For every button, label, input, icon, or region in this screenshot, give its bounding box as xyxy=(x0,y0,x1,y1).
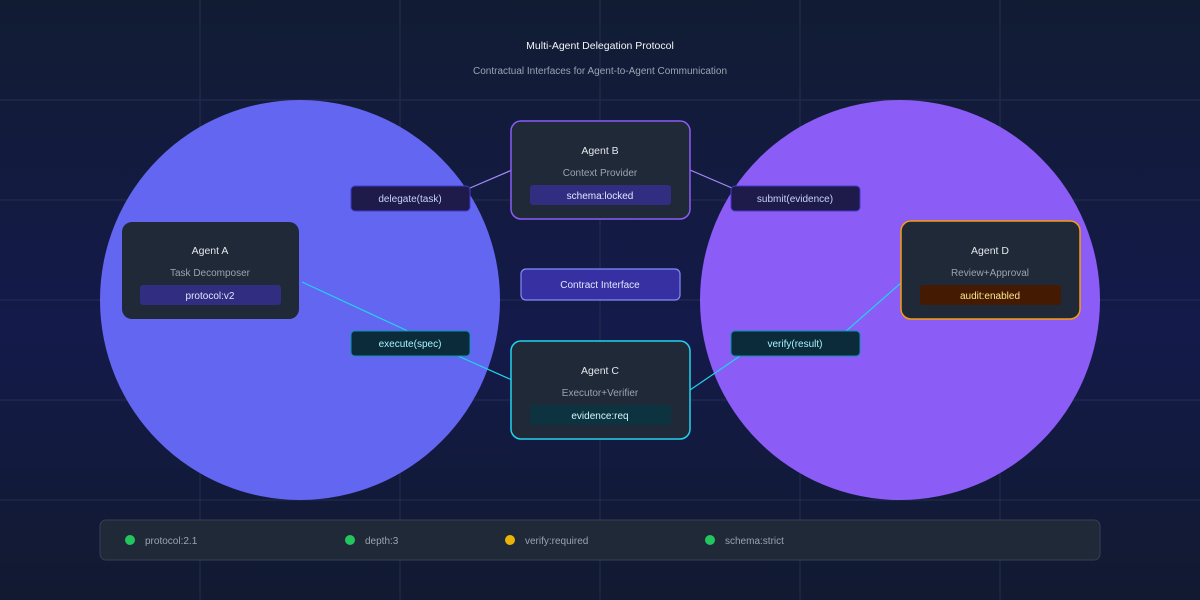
status-dot-icon xyxy=(705,535,715,545)
agent-c-tag: evidence:req xyxy=(571,411,628,422)
status-dot-icon xyxy=(125,535,135,545)
edge-label-execute[interactable]: execute(spec) xyxy=(350,330,471,357)
status-verify-label: verify:required xyxy=(525,536,588,547)
edge-delegate-text: delegate(task) xyxy=(378,194,441,205)
agent-c-card[interactable]: Agent C Executor+Verifier evidence:req xyxy=(510,340,691,440)
agent-a-tag: protocol:v2 xyxy=(186,291,235,302)
status-depth-label: depth:3 xyxy=(365,536,399,547)
agent-d-card[interactable]: Agent D Review+Approval audit:enabled xyxy=(900,220,1081,320)
status-schema-label: schema:strict xyxy=(725,536,784,547)
connector-a-execute xyxy=(301,281,411,333)
agent-d-tag-bg xyxy=(920,285,1061,305)
status-dot-icon xyxy=(505,535,515,545)
agent-d-name: Agent D xyxy=(971,245,1009,257)
agent-b-card[interactable]: Agent B Context Provider schema:locked xyxy=(510,120,691,220)
status-item-protocol: protocol:2.1 xyxy=(125,535,198,547)
agent-c-tag-bg xyxy=(530,405,671,425)
connector-delegate xyxy=(469,169,513,189)
page-subtitle: Contractual Interfaces for Agent-to-Agen… xyxy=(473,66,727,77)
status-item-schema: schema:strict xyxy=(705,535,784,547)
agent-a-name: Agent A xyxy=(192,245,229,257)
page-title: Multi-Agent Delegation Protocol xyxy=(526,40,674,52)
edge-verify-text: verify(result) xyxy=(767,339,822,350)
status-item-depth: depth:3 xyxy=(345,535,399,547)
status-bar: protocol:2.1 depth:3 verify:required sch… xyxy=(99,519,1101,561)
status-item-verify: verify:required xyxy=(505,535,588,547)
agent-d-tag: audit:enabled xyxy=(960,291,1020,302)
agent-d-role: Review+Approval xyxy=(951,268,1029,279)
connectors xyxy=(301,169,903,391)
edge-label-verify[interactable]: verify(result) xyxy=(730,330,861,357)
edge-label-submit[interactable]: submit(evidence) xyxy=(730,185,861,212)
agent-b-name: Agent B xyxy=(581,145,618,157)
edge-execute-text: execute(spec) xyxy=(379,339,442,350)
edge-submit-text: submit(evidence) xyxy=(757,194,833,205)
status-protocol-label: protocol:2.1 xyxy=(145,536,198,547)
agent-b-tag: schema:locked xyxy=(567,191,634,202)
status-dot-icon xyxy=(345,535,355,545)
agent-a-card[interactable]: Agent A Task Decomposer protocol:v2 xyxy=(122,222,299,319)
connector-c-verify xyxy=(689,355,741,391)
connector-verify-d xyxy=(844,281,903,333)
agent-c-name: Agent C xyxy=(581,365,619,377)
contract-interface-box[interactable]: Contract Interface xyxy=(520,268,681,301)
agent-b-tag-bg xyxy=(530,185,671,205)
agent-c-role: Executor+Verifier xyxy=(562,388,639,399)
connector-submit xyxy=(689,169,733,189)
connector-execute-c xyxy=(457,355,513,381)
contract-interface-label: Contract Interface xyxy=(560,280,640,291)
edge-label-delegate[interactable]: delegate(task) xyxy=(350,185,471,212)
agent-b-role: Context Provider xyxy=(563,168,638,179)
agent-a-tag-bg xyxy=(140,285,281,305)
agent-a-role: Task Decomposer xyxy=(170,268,251,279)
